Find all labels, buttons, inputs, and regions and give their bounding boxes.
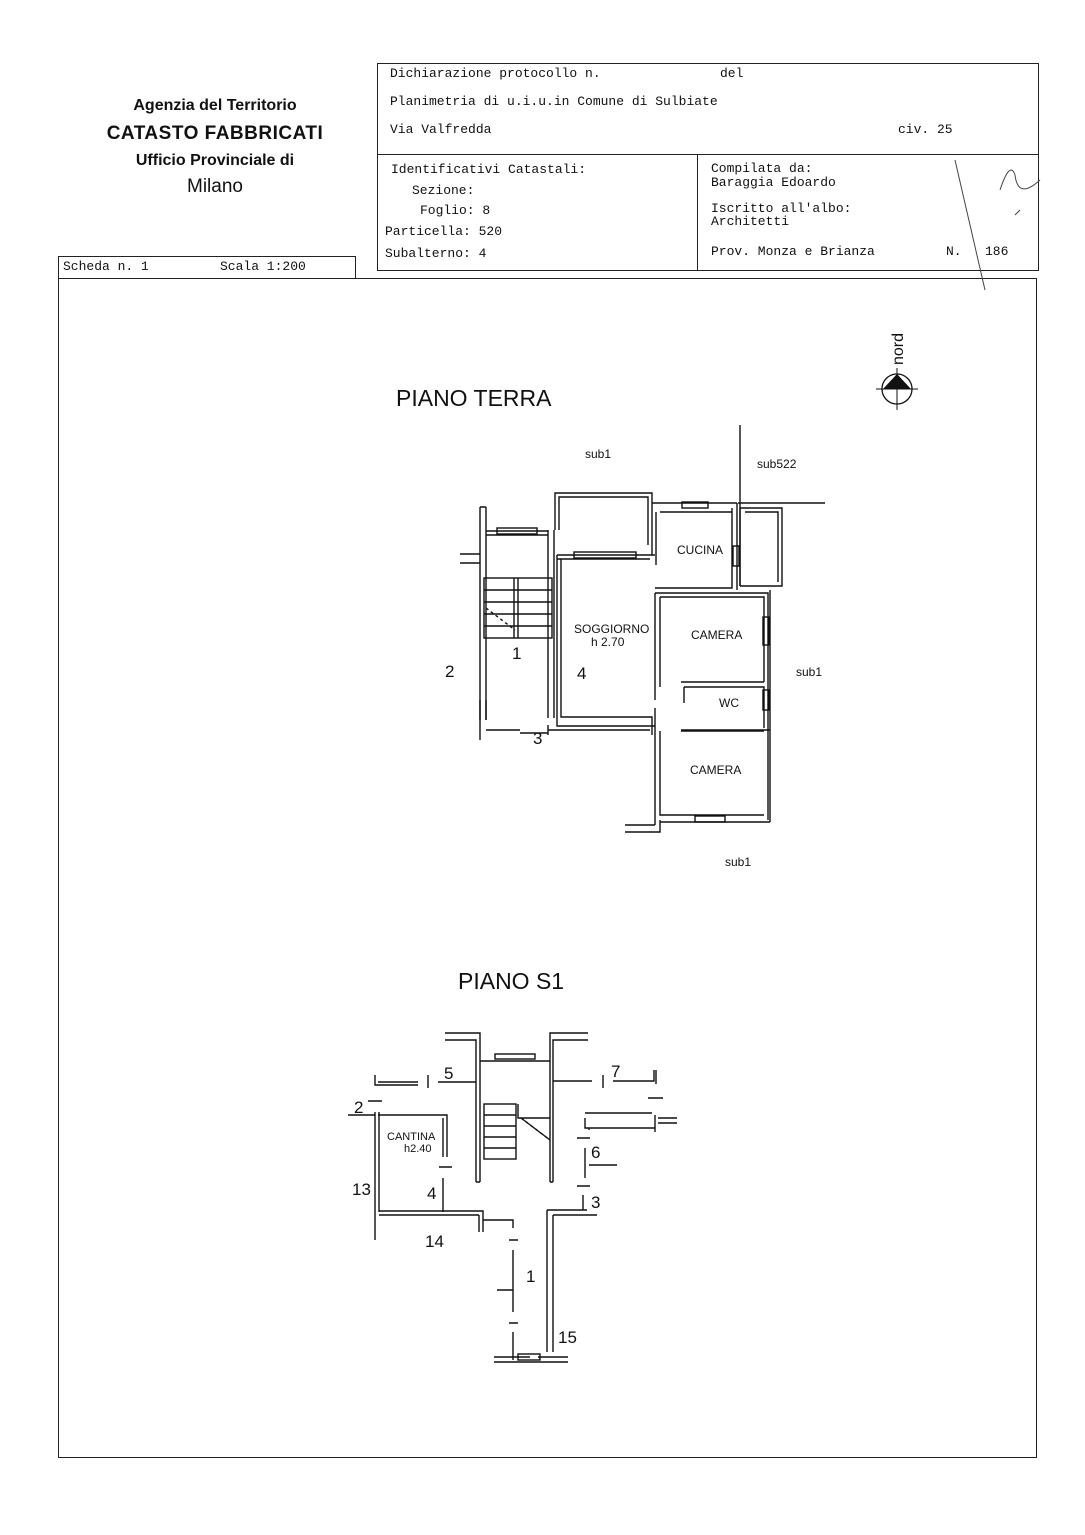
label-3: 3: [533, 729, 542, 748]
piano-s1-title: PIANO S1: [458, 968, 564, 994]
label-sub1-top: sub1: [585, 447, 611, 461]
sezione: Sezione:: [412, 183, 475, 198]
label-4: 4: [427, 1184, 436, 1203]
ufficio-label: Ufficio Provinciale di: [135, 152, 295, 169]
identificativi-label: Identificativi Catastali:: [391, 162, 587, 177]
albo-label: Iscritto all'albo:: [711, 201, 852, 216]
scheda-number: Scheda n. 1: [63, 259, 149, 274]
subalterno: Subalterno: 4: [385, 246, 487, 261]
room-cantina: CANTINA: [387, 1131, 436, 1143]
label-13: 13: [352, 1180, 371, 1199]
label-1: 1: [526, 1267, 535, 1286]
piano-s1-labels: CANTINA h2.40 1 2 3 4 5 6 7 13 14 15: [352, 1062, 620, 1347]
label-1: 1: [512, 644, 521, 663]
n-value: 186: [985, 244, 1009, 259]
header-vdivider: [697, 155, 698, 270]
province: Prov. Monza e Brianza: [711, 244, 875, 259]
label-14: 14: [425, 1232, 444, 1251]
north-label: nord: [890, 333, 907, 365]
header-divider: [377, 154, 1039, 155]
civic-number: civ. 25: [898, 122, 953, 137]
label-6: 6: [591, 1143, 600, 1162]
compilata-label: Compilata da:: [711, 161, 813, 176]
label-3: 3: [591, 1193, 600, 1212]
room-wc: WC: [719, 696, 739, 710]
particella: Particella: 520: [385, 224, 503, 239]
protocol-label: Dichiarazione protocollo n.: [390, 66, 601, 81]
room-soggiorno-height: h 2.70: [591, 635, 625, 649]
piano-terra-labels: sub1 sub522 sub1 sub1 CUCINA SOGGIORNO h…: [445, 447, 822, 869]
north-arrow-icon: [876, 368, 918, 410]
room-camera-1: CAMERA: [691, 628, 742, 642]
foglio: Foglio: 8: [420, 203, 491, 218]
ufficio-city: Milano: [187, 176, 243, 197]
label-sub522: sub522: [757, 457, 797, 471]
label-15: 15: [558, 1328, 577, 1347]
piano-terra-walls: [460, 425, 825, 833]
room-camera-2: CAMERA: [690, 763, 741, 777]
room-cucina: CUCINA: [677, 543, 723, 557]
room-soggiorno: SOGGIORNO: [574, 622, 649, 636]
label-5: 5: [444, 1064, 453, 1083]
label-sub1-bottom: sub1: [725, 855, 751, 869]
albo-value: Architetti: [711, 214, 790, 229]
catasto-title: CATASTO FABBRICATI: [106, 123, 324, 144]
label-2: 2: [445, 662, 454, 681]
planimetria-text: Planimetria di u.i.u.in Comune di Sulbia…: [390, 94, 718, 109]
piano-terra-title: PIANO TERRA: [396, 385, 552, 411]
agency-name: Agenzia del Territorio: [133, 97, 297, 114]
piano-s1-walls: [348, 1032, 677, 1363]
room-cantina-height: h2.40: [404, 1143, 432, 1155]
label-2: 2: [354, 1098, 363, 1117]
compilata-name: Baraggia Edoardo: [711, 175, 836, 190]
drawing-frame: [58, 278, 1037, 1458]
address: Via Valfredda: [390, 122, 492, 137]
header-box: [377, 63, 1039, 271]
n-label: N.: [946, 244, 962, 259]
scheda-scale: Scala 1:200: [220, 259, 306, 274]
label-7: 7: [611, 1062, 620, 1081]
label-4: 4: [577, 664, 586, 683]
del-label: del: [720, 66, 744, 81]
signature: [954, 159, 1041, 291]
label-sub1-right: sub1: [796, 665, 822, 679]
